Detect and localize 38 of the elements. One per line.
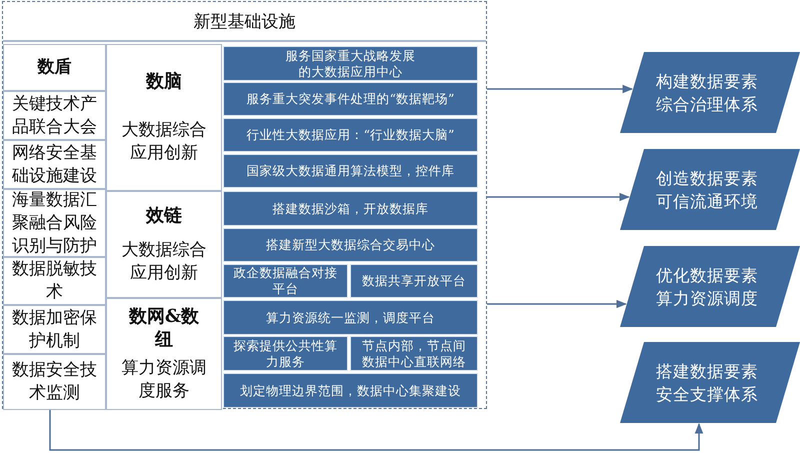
- text-cell: 数据加密保护机制: [3, 305, 106, 354]
- measure-box: 算力资源统一监测，调度平台: [223, 300, 478, 335]
- arrow: [487, 300, 627, 308]
- measure-box: 国家级大数据通用算法模型，控件库: [223, 154, 478, 188]
- measure-box: 搭建数据沙箱，开放数据库: [223, 191, 478, 226]
- section-heading: 数脑: [146, 70, 182, 94]
- measure-box: 搭建新型大数据综合交易中心: [223, 228, 478, 262]
- parallelogram-box: 优化数据要素算力资源调度: [620, 246, 800, 327]
- text-cell: 数据安全技术监测: [3, 354, 106, 410]
- measure-box: 探索提供公共性算力服务: [223, 336, 348, 371]
- column-heading: 数盾: [3, 44, 106, 91]
- parallelogram-box: 创造数据要素可信流通环境: [620, 149, 800, 230]
- measure-box: 政企数据融合对接平台: [223, 264, 348, 298]
- section-text: 大数据综合应用创新: [121, 118, 207, 165]
- measure-box: 划定物理边界范围，数据中心集聚建设: [223, 373, 478, 408]
- section-heading: 效链: [146, 204, 182, 227]
- text-cell: 网络安全基础设施建设: [3, 140, 106, 189]
- text-cell: 海量数据汇聚融合风险识别与防护: [3, 189, 106, 257]
- section-heading: 数网&数纽: [128, 305, 200, 351]
- section-cell: [106, 44, 222, 191]
- text-cell: 关键技术产品联合大会: [3, 91, 106, 140]
- measure-box: 服务国家重大战略发展的大数据应用中心: [223, 46, 478, 81]
- section-cell: [106, 191, 222, 298]
- measure-box: 数据共享开放平台: [350, 264, 478, 298]
- arrow: [49, 409, 704, 451]
- section-text: 大数据综合应用创新: [121, 239, 207, 285]
- parallelogram-box: 构建数据要素综合治理体系: [620, 52, 800, 133]
- dashed-panel: [2, 1, 487, 409]
- panel-title: 新型基础设施: [3, 2, 486, 42]
- text-cell: 数据脱敏技术: [3, 257, 106, 305]
- measure-box: 节点内部，节点间数据中心直联网络: [350, 336, 478, 371]
- arrow: [487, 192, 630, 202]
- measure-box: 服务重大突发事件处理的“数据靶场”: [223, 82, 478, 116]
- parallelogram-box: 搭建数据要素安全支撑体系: [620, 342, 800, 423]
- measure-box: 行业性大数据应用：“行业数据大脑”: [223, 118, 478, 152]
- section-cell: [106, 298, 222, 410]
- arrow: [487, 84, 634, 94]
- section-text: 算力资源调度服务: [121, 357, 207, 403]
